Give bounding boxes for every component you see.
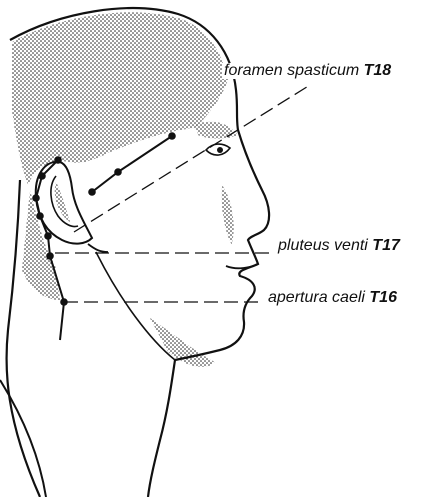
jaw-line — [88, 244, 108, 252]
brow-shading — [195, 122, 238, 139]
acupoint-dot — [114, 168, 122, 176]
label-pluteus-venti: pluteus venti T17 — [276, 238, 402, 254]
acupoint-dot — [36, 212, 44, 220]
label-code: T16 — [369, 289, 397, 306]
cheek-shading — [222, 185, 234, 245]
label-name: foramen spasticum — [224, 62, 359, 79]
shoulder-line — [0, 380, 46, 497]
jaw-shading — [150, 318, 215, 367]
label-code: T17 — [372, 237, 400, 254]
acupoint-dot — [54, 156, 62, 164]
acupoint-dot — [88, 188, 96, 196]
acupoint-dot — [44, 232, 52, 240]
label-foramen-spasticum: foramen spasticum T18 — [222, 63, 393, 79]
acupoint-dot — [32, 194, 40, 202]
label-name: apertura caeli — [268, 289, 365, 306]
eye-pupil — [217, 147, 223, 153]
hair-shading — [12, 12, 228, 185]
acupoint-dot — [168, 132, 176, 140]
label-apertura-caeli: apertura caeli T16 — [266, 290, 399, 306]
acupoint-dot — [38, 172, 46, 180]
face-profile — [148, 130, 269, 497]
label-code: T18 — [364, 62, 392, 79]
label-name: pluteus venti — [278, 237, 368, 254]
acupoint-dot — [46, 252, 54, 260]
neck-front-line — [96, 252, 175, 360]
